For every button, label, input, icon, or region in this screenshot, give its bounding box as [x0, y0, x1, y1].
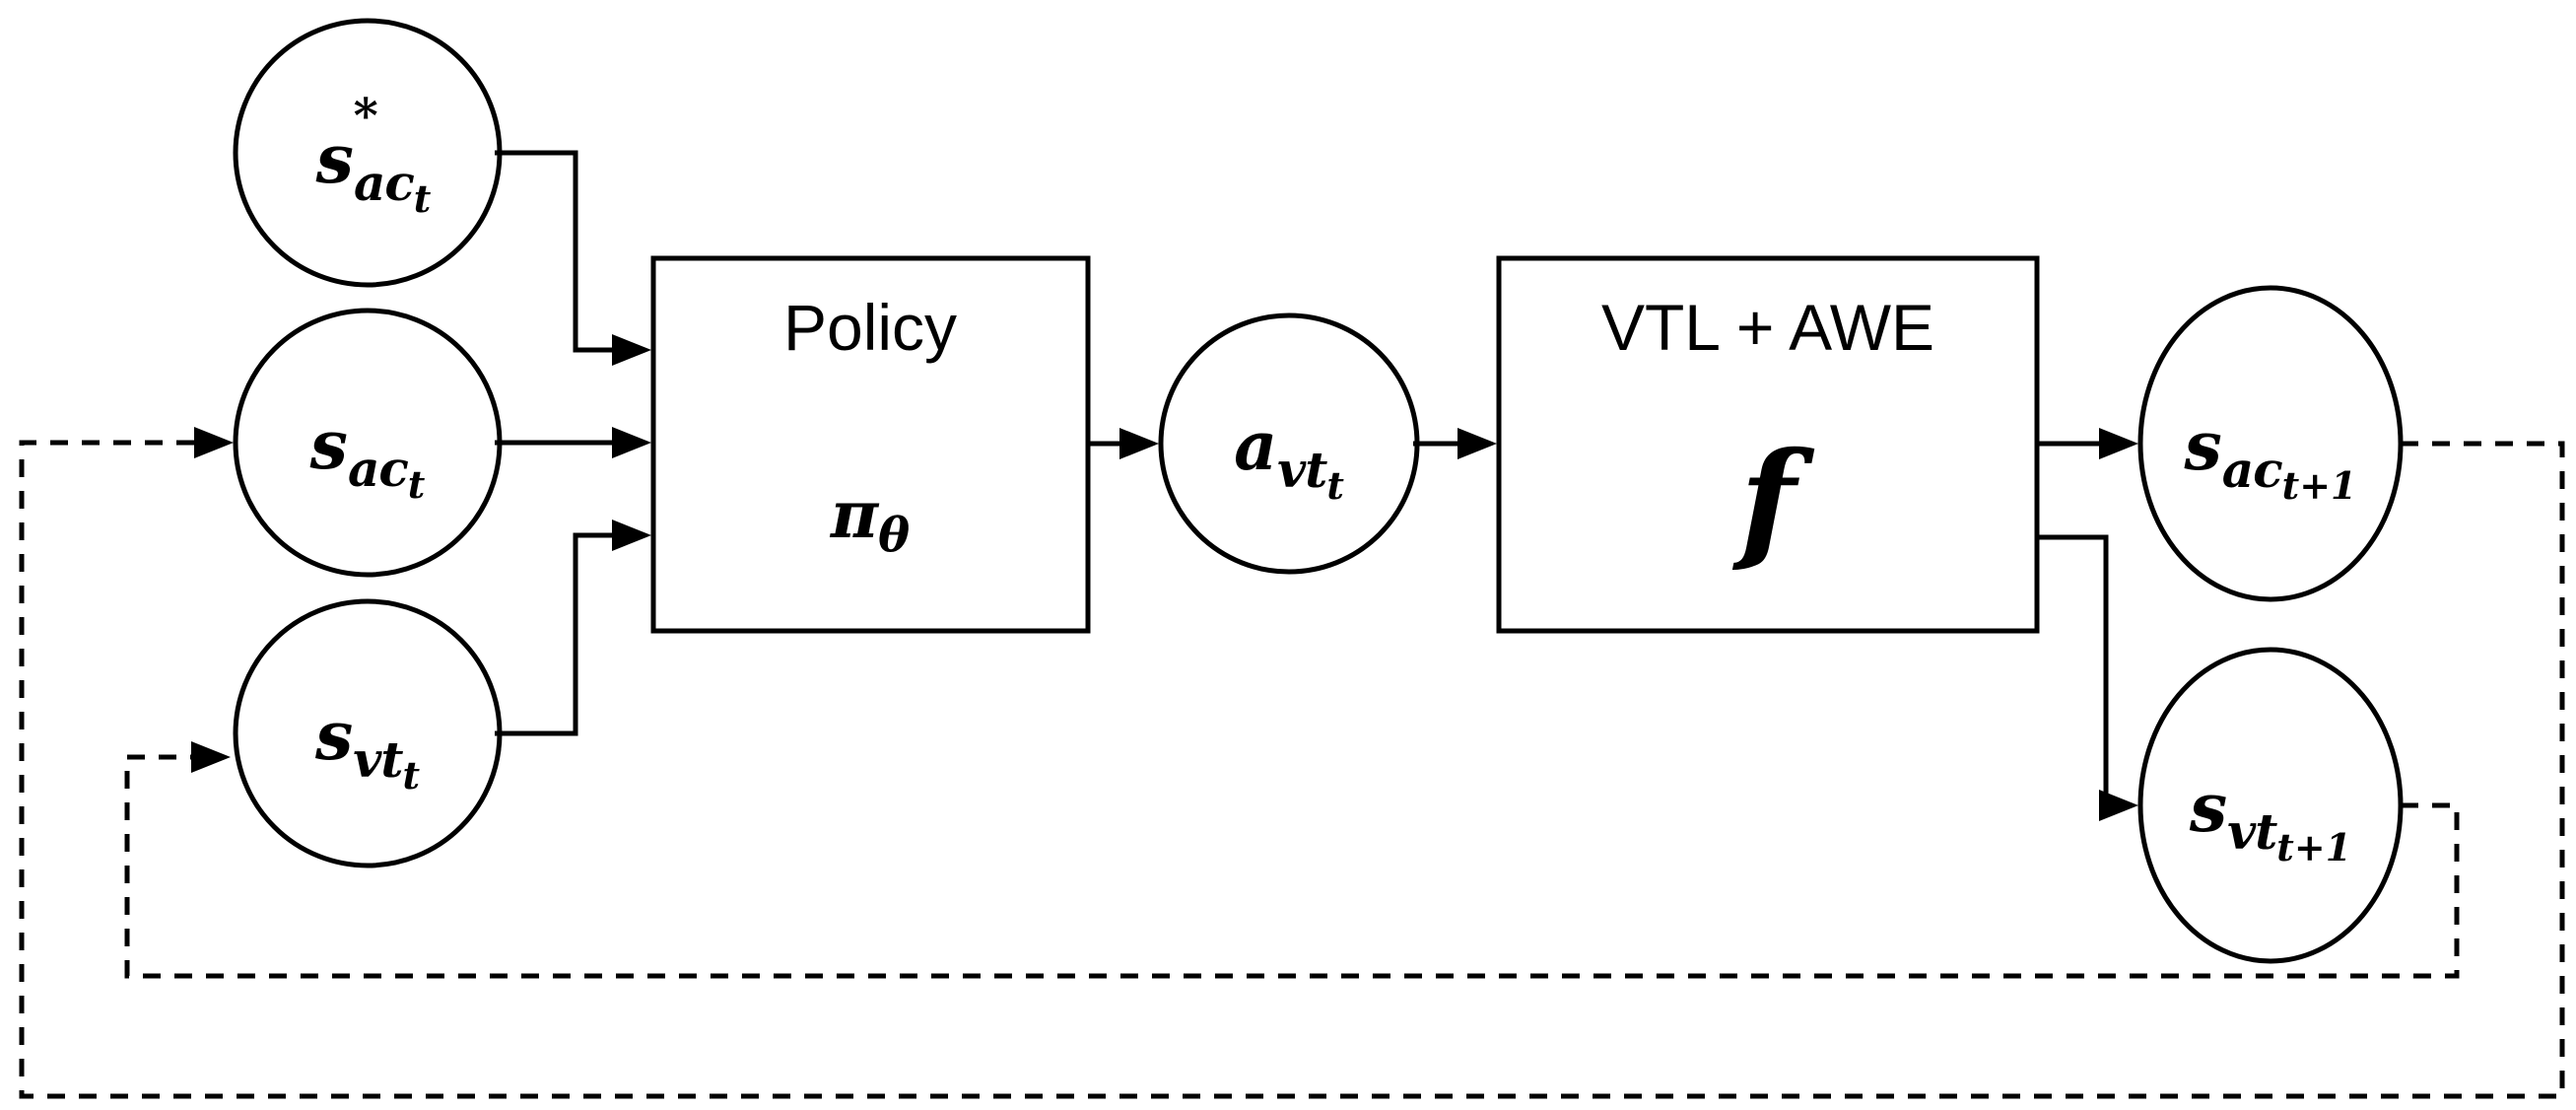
- arrow-model-to-next-vt-state: [2037, 534, 2138, 821]
- label-articulatory-state: s ac t: [309, 406, 426, 504]
- label-base: s: [314, 697, 354, 776]
- label-subsubscript: t+1: [2281, 463, 2357, 508]
- label-action: a vt t: [1234, 407, 1344, 505]
- label-subsubscript: t: [413, 176, 432, 221]
- label-subscript: ac: [2221, 441, 2283, 499]
- model-box: [1496, 255, 2040, 634]
- feedback-loop-ac-state: [19, 427, 2565, 1099]
- arrow-vt-state-to-policy: [495, 520, 651, 736]
- label-subscript: vt: [2227, 802, 2277, 861]
- label-base: s: [2184, 407, 2222, 486]
- label-target-articulatory-state: s * ac t: [315, 93, 432, 218]
- label-subsubscript: t: [407, 462, 426, 507]
- label-superscript: *: [353, 89, 378, 144]
- policy-symbol: π θ: [830, 476, 910, 559]
- label-next-articulatory-state: s ac t+1: [2184, 407, 2357, 505]
- policy-box: [650, 255, 1091, 634]
- model-box-title: VTL + AWE: [1600, 291, 1935, 364]
- policy-box-title: Policy: [782, 291, 958, 364]
- feedback-loop-vt-state: [124, 741, 2460, 979]
- label-next-vocal-tract-state: s vt t+1: [2189, 769, 2351, 867]
- label-subscript: vt: [353, 730, 403, 789]
- policy-symbol-subscript: θ: [878, 508, 911, 563]
- arrow-target-state-to-policy: [495, 150, 651, 366]
- label-base: s: [315, 120, 354, 199]
- model-symbol: f: [1740, 436, 1796, 566]
- label-subscript: ac: [353, 154, 415, 212]
- label-subsubscript: t: [1326, 463, 1344, 508]
- policy-symbol-base: π: [830, 476, 879, 553]
- label-subsubscript: t: [402, 753, 421, 798]
- label-base: s: [309, 406, 348, 485]
- label-base: s: [2189, 769, 2228, 848]
- model-symbol-base: f: [1739, 424, 1796, 577]
- label-subscript: ac: [347, 440, 409, 498]
- label-subsubscript: t+1: [2276, 825, 2352, 869]
- label-subscript: vt: [1277, 441, 1327, 499]
- label-vocal-tract-state: s vt t: [314, 697, 420, 795]
- label-base: a: [1234, 407, 1278, 486]
